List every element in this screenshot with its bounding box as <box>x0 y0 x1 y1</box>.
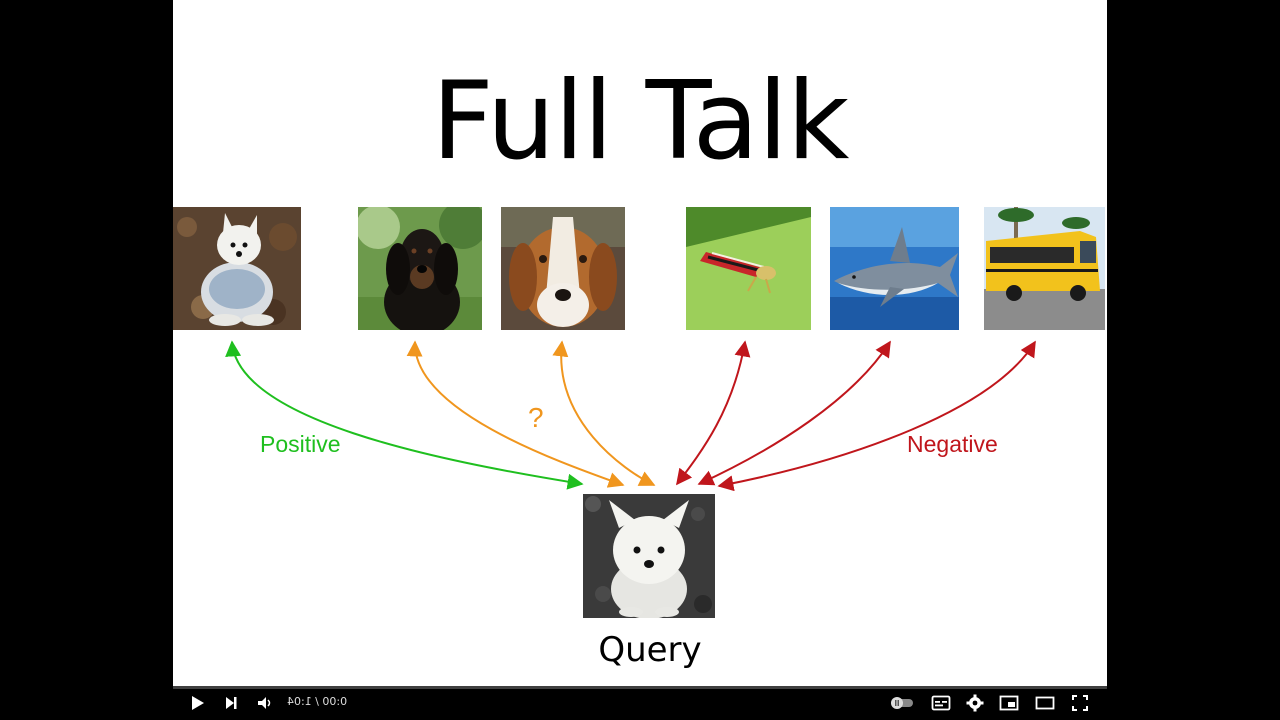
slide-title: Full Talk <box>431 59 850 184</box>
negative-arrow-2 <box>697 340 891 486</box>
uncertain-arrow-1 <box>406 340 625 488</box>
video-controls-bar: 0:00 / 1:04 <box>173 686 1107 720</box>
negative-arrow-1 <box>676 340 751 486</box>
progress-bar[interactable] <box>173 686 1107 689</box>
gear-icon[interactable] <box>965 694 985 712</box>
west-highland-terrier-image <box>173 207 301 330</box>
shark-image <box>830 207 959 330</box>
query-label: Query <box>598 630 702 670</box>
autoplay-toggle-icon[interactable] <box>889 694 915 712</box>
school-bus-image <box>984 207 1105 330</box>
play-icon[interactable] <box>187 694 207 712</box>
leafhopper-insect-image <box>686 207 811 330</box>
theater-mode-icon[interactable] <box>1035 694 1055 712</box>
relation-arrows <box>225 340 1036 492</box>
uncertain-arrow-2 <box>552 340 656 486</box>
slide: Full Talk <box>173 0 1107 686</box>
fullscreen-icon[interactable] <box>1070 694 1090 712</box>
time-display: 0:00 / 1:04 <box>287 695 348 708</box>
subtitles-icon[interactable] <box>931 694 951 712</box>
volume-icon[interactable] <box>255 694 275 712</box>
beagle-dog-image <box>501 207 625 330</box>
miniplayer-icon[interactable] <box>999 694 1019 712</box>
positive-label: Positive <box>260 431 341 457</box>
negative-label: Negative <box>907 431 998 457</box>
question-label: ? <box>528 402 544 433</box>
negative-arrow-3 <box>717 340 1036 492</box>
next-icon[interactable] <box>221 694 241 712</box>
query-west-highland-terrier-image <box>583 494 715 618</box>
black-hound-dog-image <box>358 207 482 330</box>
